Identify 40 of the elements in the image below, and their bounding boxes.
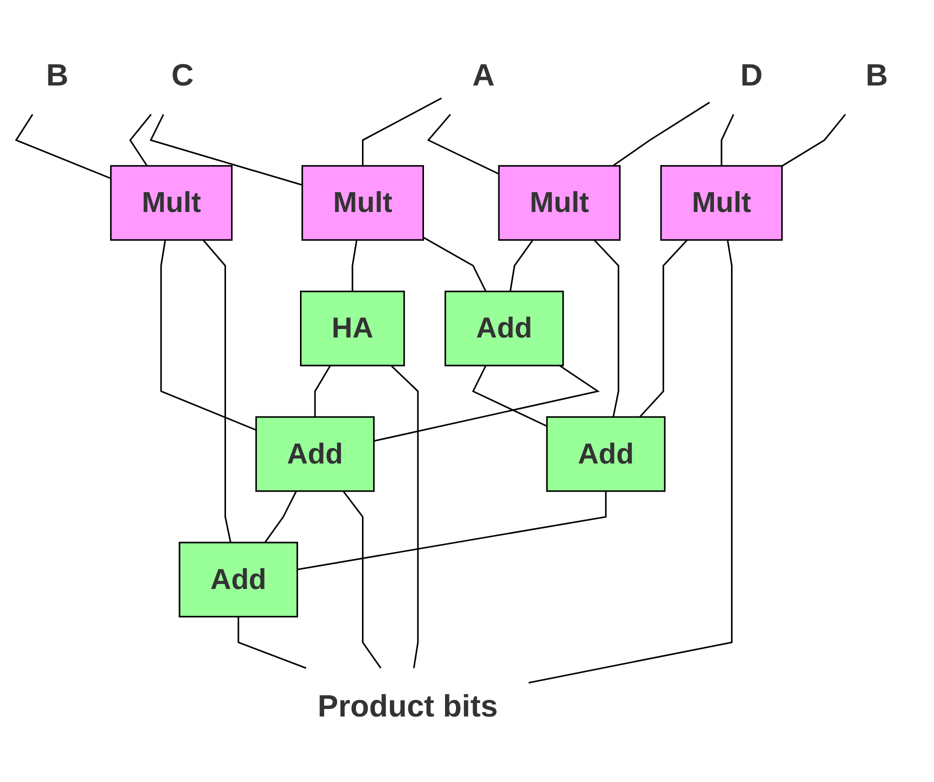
connector	[422, 236, 487, 292]
connector	[594, 239, 620, 417]
connector	[238, 616, 306, 669]
connector	[528, 240, 733, 684]
node-box	[660, 164, 783, 240]
connector	[374, 364, 600, 442]
connector	[612, 102, 710, 166]
connector	[510, 239, 534, 292]
node-text: C	[171, 58, 194, 93]
connector	[314, 364, 332, 417]
connector	[264, 490, 297, 543]
node-text: D	[740, 58, 763, 93]
node-text: B	[46, 58, 68, 93]
node-box	[300, 290, 405, 366]
connector	[342, 490, 382, 668]
connector	[160, 240, 256, 430]
node-box	[110, 164, 233, 240]
node-box	[546, 416, 666, 492]
connector	[782, 114, 846, 166]
connector	[427, 114, 500, 174]
node-text: A	[472, 58, 495, 93]
connector	[720, 114, 734, 166]
connector	[202, 239, 232, 542]
connector	[472, 364, 548, 427]
node-box	[302, 164, 424, 240]
connector	[390, 364, 419, 668]
node-box	[444, 290, 564, 366]
connector	[150, 114, 302, 186]
connector	[362, 97, 442, 166]
node-box	[498, 164, 621, 240]
node-box	[178, 542, 298, 618]
connector	[352, 240, 358, 292]
node-text: Product bits	[318, 689, 498, 724]
connector	[639, 239, 688, 418]
node-text: B	[866, 58, 888, 93]
connector	[14, 114, 112, 179]
connector	[129, 114, 152, 166]
diagram: B C A D B Mult Mult Mult Mult Add Add HA Add Add Product bits	[7, 28, 927, 754]
connector	[297, 490, 607, 570]
node-box	[255, 416, 375, 492]
